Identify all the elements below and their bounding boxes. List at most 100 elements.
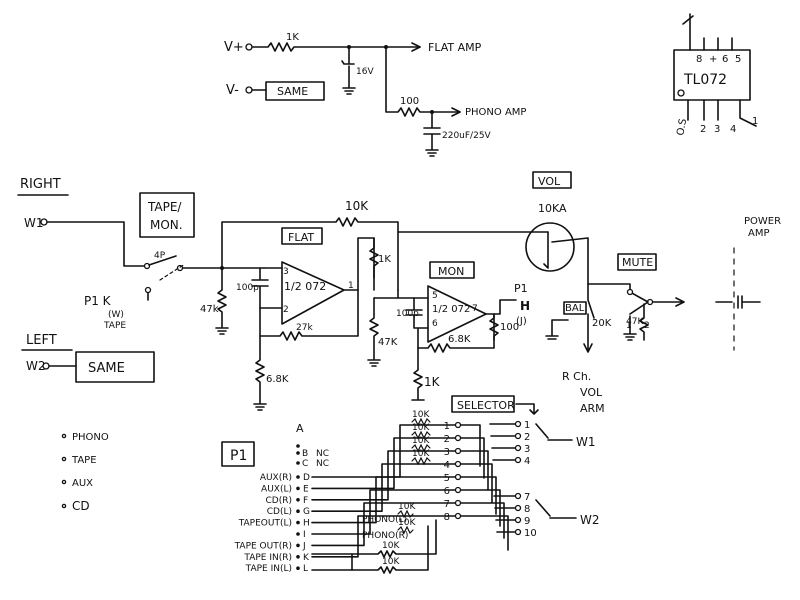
selector-right-contact[interactable] xyxy=(514,528,522,536)
phono-r-label: PHONO(R) xyxy=(362,531,408,541)
selector-left-number: 7 xyxy=(444,499,450,510)
r1k-a-label: 1K xyxy=(378,254,391,265)
selector-left-contact[interactable] xyxy=(454,447,462,455)
left-channel: LEFT W2 SAME xyxy=(21,333,155,383)
cap-label: 220uF/25V xyxy=(442,131,492,141)
selector-right-contact[interactable] xyxy=(514,516,522,524)
selector-left-number: 2 xyxy=(444,434,450,445)
selector-right-contact[interactable] xyxy=(514,504,522,512)
p1-pin[interactable] xyxy=(296,566,300,570)
selector-left-contact[interactable] xyxy=(454,421,462,429)
p1-pin[interactable] xyxy=(296,475,300,479)
ic-pin-wire xyxy=(682,13,694,51)
vminus-same-label: SAME xyxy=(277,85,308,98)
mute-output xyxy=(652,297,685,307)
p1-pin[interactable] xyxy=(296,532,300,536)
p1-pin-source-label: TAPEOUT(L) xyxy=(238,519,292,529)
selector-right-contact[interactable] xyxy=(514,444,522,452)
selector-left-contact[interactable] xyxy=(454,499,462,507)
r27k-label: 27k xyxy=(296,323,313,333)
vol-pot-circle xyxy=(525,222,575,272)
pin-label: 3 xyxy=(283,267,289,277)
p1-pin[interactable] xyxy=(296,543,300,548)
selector-right-contact[interactable] xyxy=(514,492,522,500)
selector-left-contact[interactable] xyxy=(454,473,462,481)
vol-arm-line1: VOL xyxy=(580,386,603,399)
p1-pin[interactable] xyxy=(296,498,300,502)
p1-pin-source-label: CD(L) xyxy=(267,507,292,517)
p1-pin-source-label: TAPE IN(R) xyxy=(243,553,292,563)
ic-pin-bottom-label: 1 xyxy=(752,116,758,127)
left-label: LEFT xyxy=(26,333,57,348)
legend-bullet xyxy=(61,433,67,439)
p1-pin[interactable] xyxy=(296,520,300,525)
feedback-6-8k xyxy=(417,313,495,353)
mute-ground xyxy=(623,301,649,341)
vol-value: 10KA xyxy=(538,202,567,215)
vol-label: VOL xyxy=(538,175,561,188)
tl072-pinout: TL072 8 + 6 5 O.S 2 3 4 1 xyxy=(673,13,758,136)
mon-opamp-label: 1/2 072 xyxy=(432,304,470,315)
ic-pin-top-label: 8 xyxy=(696,54,702,65)
selector-resistor-label: 10K xyxy=(382,541,400,551)
pin-a-label: A xyxy=(296,422,304,435)
mon-box xyxy=(429,261,475,279)
ic-pin-bottom-label: 2 xyxy=(700,124,706,135)
vplus-terminal xyxy=(245,43,253,51)
bal-ground xyxy=(545,319,569,340)
legend-item: TAPE xyxy=(71,455,97,466)
cap100p-flat xyxy=(251,267,269,309)
selector-right-contact[interactable] xyxy=(514,456,522,464)
selector-wire xyxy=(311,502,456,547)
selector-cross-wire xyxy=(460,424,481,467)
ic-pin-bottom-label: 3 xyxy=(714,124,720,135)
selector-right-number: 2 xyxy=(524,432,530,443)
selector-right-number: 8 xyxy=(524,504,530,515)
p1-pin-letter: D xyxy=(303,473,310,483)
p1k-tape: TAPE xyxy=(103,321,126,331)
p1-pin-letter: J xyxy=(302,541,306,551)
r100-power-label: 100 xyxy=(400,96,419,107)
selector-left-contact[interactable] xyxy=(454,512,462,520)
r1k-a xyxy=(369,237,379,279)
selector-right-contact[interactable] xyxy=(514,420,522,428)
selector-right-number: 1 xyxy=(524,420,530,431)
left-input-label: W2 xyxy=(26,359,46,373)
selector-left-contact[interactable] xyxy=(454,486,462,494)
selector-resistor-label: 10K xyxy=(412,410,430,420)
selector-left-number: 8 xyxy=(444,512,450,523)
cap100p-label: 100p xyxy=(236,283,259,293)
legend-item: PHONO xyxy=(72,432,109,443)
selector-left-contact[interactable] xyxy=(454,460,462,468)
feedback-27k xyxy=(259,289,359,341)
r6-8k-b-label: 6.8K xyxy=(448,334,471,345)
power-amp-input-cap xyxy=(715,295,761,309)
feedback-10k-wire xyxy=(221,217,399,291)
selector-right-contact[interactable] xyxy=(514,432,522,440)
p1-pin[interactable] xyxy=(296,555,300,559)
pin-b-nc: NC xyxy=(316,449,329,459)
mute-switch xyxy=(587,283,649,303)
pin-label: 7 xyxy=(472,304,478,314)
tape-wire xyxy=(311,519,437,558)
tape-wire xyxy=(311,525,429,574)
p1-pin-letter: F xyxy=(303,496,308,506)
p1-pin[interactable] xyxy=(296,509,300,513)
p1-pin[interactable] xyxy=(296,486,300,491)
selector-resistor-label: 10K xyxy=(398,518,416,528)
r100-label: 100 xyxy=(500,322,519,333)
p1-pin-source-label: AUX(R) xyxy=(260,473,292,483)
selector-resistor-label: 10K xyxy=(412,449,430,459)
ic-bottom-pins xyxy=(687,99,757,127)
selector-resistor xyxy=(411,430,431,440)
selector-left-number: 5 xyxy=(444,473,450,484)
cap100p-b-label: 100p xyxy=(396,309,419,319)
bal-label: BAL xyxy=(565,303,585,314)
selector-cross-wire xyxy=(460,476,497,515)
flat-input-pins xyxy=(259,267,283,309)
r10k-fb-label: 10K xyxy=(345,199,369,213)
vminus-label: V- xyxy=(226,83,239,98)
selector-left-contact[interactable] xyxy=(454,434,462,442)
